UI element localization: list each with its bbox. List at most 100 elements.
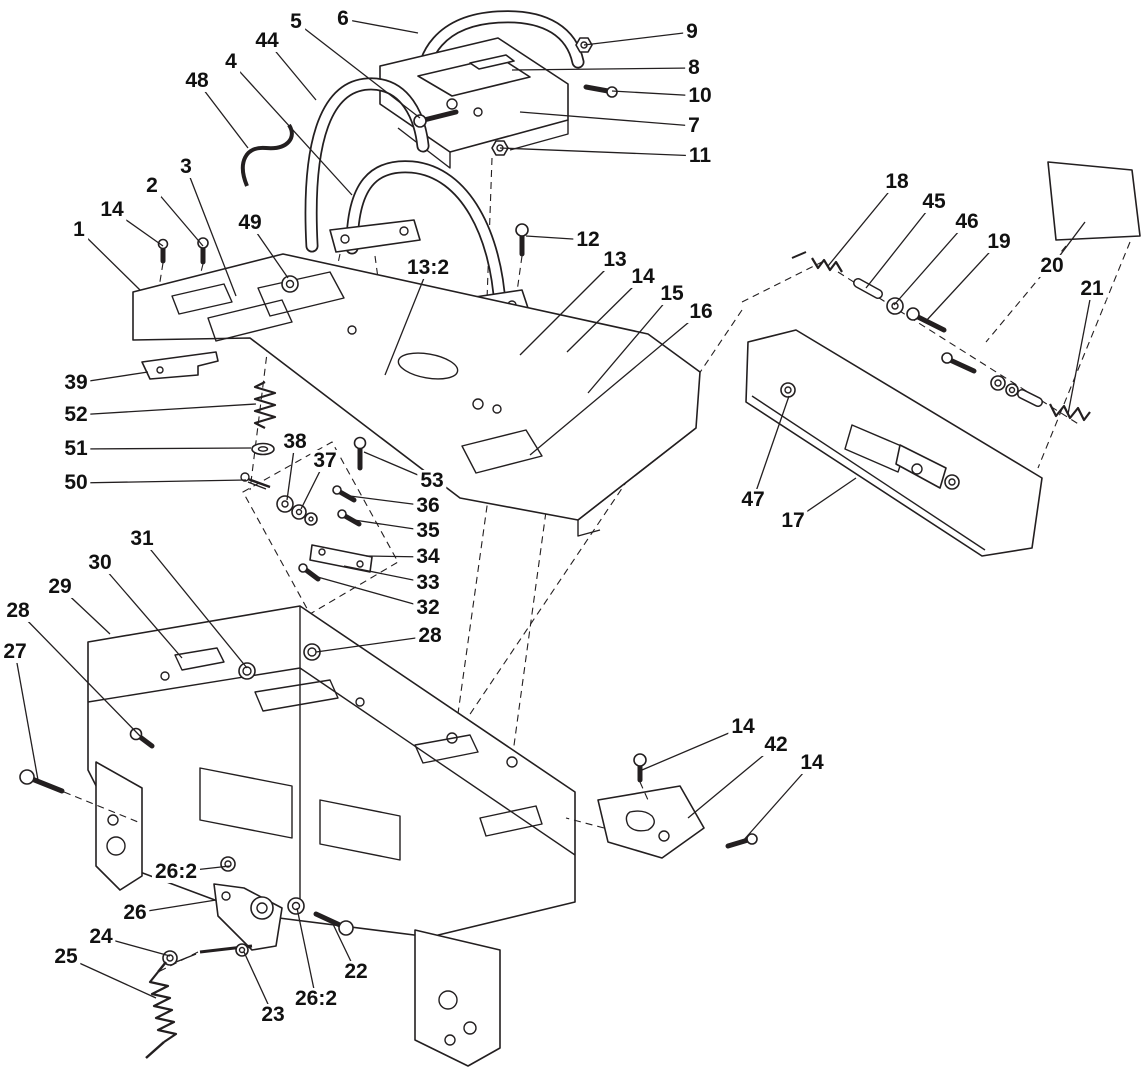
leader-line-15 (587, 293, 673, 394)
callout-3: 3 (177, 155, 195, 179)
callout-28: 28 (3, 599, 33, 623)
callout-17: 17 (778, 509, 808, 533)
leader-line-42 (687, 744, 777, 819)
callout-11: 11 (685, 144, 715, 168)
leader-line-13-2 (384, 267, 429, 376)
callout-13: 13 (600, 248, 630, 272)
callout-26-2: 26:2 (151, 860, 201, 884)
leader-line-50 (75, 479, 247, 484)
bracket-39 (141, 351, 219, 380)
callout-52: 52 (61, 403, 91, 427)
callout-53: 53 (417, 469, 447, 493)
cable (241, 123, 294, 187)
callout-16: 16 (686, 300, 716, 324)
leader-line-30 (99, 562, 183, 659)
callout-30: 30 (85, 551, 115, 575)
screw-14-side (725, 837, 751, 849)
strip-34 (309, 544, 373, 573)
leader-line-14 (566, 276, 644, 353)
callout-35: 35 (413, 519, 443, 543)
callout-leader-lines (14, 18, 1093, 1016)
callout-28: 28 (415, 624, 445, 648)
leader-line-14 (641, 726, 744, 771)
callout-33: 33 (413, 571, 443, 595)
callout-32: 32 (413, 596, 443, 620)
callout-5: 5 (287, 10, 305, 34)
nut-23 (235, 943, 249, 957)
washer-37 (291, 504, 307, 520)
leader-line-13 (519, 259, 616, 356)
leader-line-6 (342, 18, 419, 34)
bolt-22 (313, 911, 345, 929)
leader-line-14 (741, 762, 813, 843)
pin-50 (240, 472, 250, 482)
callout-15: 15 (657, 282, 687, 306)
callout-14: 14 (628, 265, 658, 289)
callout-7: 7 (685, 114, 703, 138)
callout-6: 6 (334, 7, 352, 31)
leader-line-45 (865, 201, 935, 289)
spring-52 (253, 381, 277, 429)
flange-nut-26-2 (220, 856, 236, 872)
bolt-19 (913, 313, 947, 333)
leader-line-47 (752, 395, 790, 501)
brake-linkage (145, 856, 354, 1059)
screw-36 (337, 489, 357, 503)
washer-51 (251, 442, 275, 456)
leader-line-18 (827, 181, 898, 267)
callout-37: 37 (310, 449, 340, 473)
knob-49 (281, 275, 299, 293)
callout-10: 10 (685, 84, 715, 108)
callout-36: 36 (413, 494, 443, 518)
callout-18: 18 (882, 170, 912, 194)
leader-line-19 (925, 241, 1000, 322)
control-cover-assembly (745, 161, 1141, 557)
bolt-10 (583, 84, 611, 94)
leader-line-11 (499, 147, 701, 157)
leader-line-25 (65, 956, 157, 999)
callout-45: 45 (919, 190, 949, 214)
screw-35 (342, 513, 362, 527)
callout-31: 31 (127, 527, 157, 551)
callout-51: 51 (61, 437, 91, 461)
leader-line-27 (14, 651, 39, 781)
leader-line-46 (893, 221, 968, 306)
callout-12: 12 (573, 228, 603, 252)
leader-line-52 (75, 403, 257, 416)
leader-line-21 (1067, 288, 1093, 415)
left-hardware-stack (141, 351, 277, 490)
callout-46: 46 (952, 210, 982, 234)
callout-25: 25 (51, 945, 81, 969)
callout-1: 1 (70, 218, 88, 242)
bolt-28 (137, 734, 155, 749)
callout-4: 4 (222, 50, 240, 74)
washer-46 (886, 297, 904, 315)
callout-23: 23 (258, 1003, 288, 1027)
spring-18 (811, 257, 843, 273)
leader-line-32 (313, 575, 429, 609)
shift-linkage-hardware (242, 436, 399, 615)
callout-44: 44 (252, 29, 282, 53)
callout-38: 38 (280, 430, 310, 454)
mount-bracket-42 (565, 753, 758, 859)
frame-left-leg (95, 761, 143, 891)
callout-22: 22 (341, 960, 371, 984)
leader-line-28 (315, 635, 431, 653)
callout-2: 2 (143, 174, 161, 198)
leader-line-4 (230, 61, 353, 196)
callout-14: 14 (797, 751, 827, 775)
callout-47: 47 (738, 488, 768, 512)
callout-21: 21 (1077, 277, 1107, 301)
leader-line-48 (196, 80, 249, 149)
leader-line-31 (141, 538, 248, 669)
handle-assembly (241, 10, 618, 327)
screw-32 (303, 567, 321, 582)
callout-26: 26 (120, 901, 150, 925)
callout-20: 20 (1037, 254, 1067, 278)
fitting-47 (780, 382, 796, 398)
leader-line-5 (295, 21, 421, 119)
frame-bottom-leg (414, 929, 501, 1067)
callout-19: 19 (984, 230, 1014, 254)
